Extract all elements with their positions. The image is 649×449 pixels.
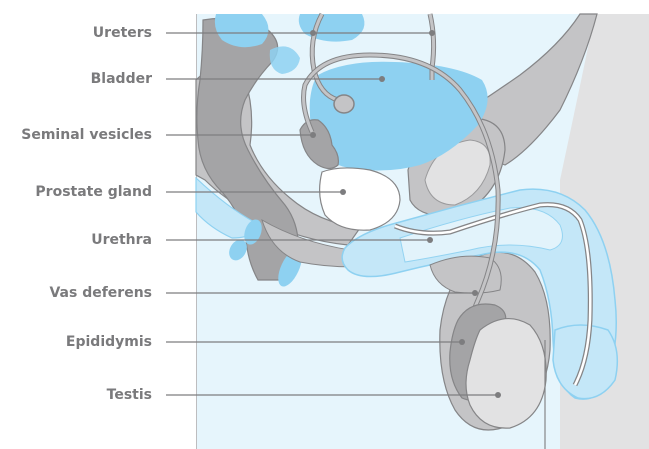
dot-urethra — [427, 237, 433, 243]
dot-bladder — [379, 76, 385, 82]
label-prostate-gland: Prostate gland — [35, 184, 152, 200]
label-ureters: Ureters — [93, 25, 152, 41]
label-urethra: Urethra — [91, 232, 152, 248]
dot-seminal-vesicles — [310, 132, 316, 138]
testis-shape — [466, 319, 546, 429]
prostate-shape — [320, 168, 400, 230]
label-epididymis: Epididymis — [66, 334, 152, 350]
dot-vas-deferens — [472, 290, 478, 296]
label-seminal-vesicles: Seminal vesicles — [21, 127, 152, 143]
dot-ureters-1 — [310, 30, 316, 36]
label-testis: Testis — [107, 387, 152, 403]
dot-prostate-gland — [340, 189, 346, 195]
dot-testis — [495, 392, 501, 398]
ureter-opening — [334, 95, 354, 113]
dot-epididymis — [459, 339, 465, 345]
label-bladder: Bladder — [91, 71, 152, 87]
dot-ureters-2 — [429, 30, 435, 36]
label-vas-deferens: Vas deferens — [49, 285, 152, 301]
